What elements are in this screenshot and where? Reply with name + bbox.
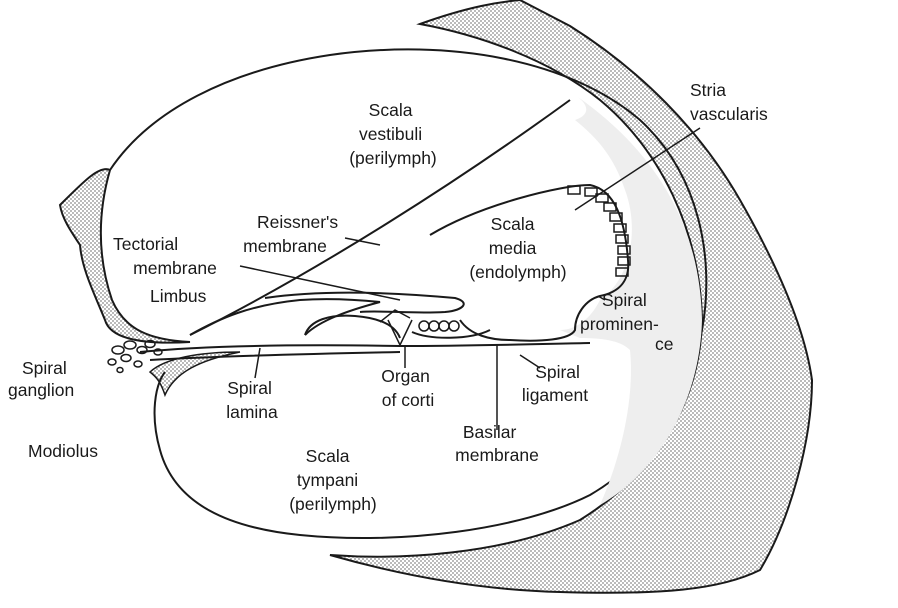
limbus	[189, 298, 381, 336]
label-scala-vestibuli: Scala vestibuli (perilymph)	[349, 100, 437, 168]
leader-lines	[239, 127, 701, 430]
label-reissners-membrane: Reissner's membrane	[243, 212, 343, 256]
label-spiral-ligament: Spiral ligament	[522, 362, 588, 405]
label-modiolus: Modiolus	[28, 441, 98, 461]
spiral-lamina	[149, 351, 401, 361]
label-spiral-ganglion: Spiral ganglion	[8, 358, 74, 400]
bony-wall	[329, 0, 814, 594]
label-stria-vascularis: Stria vascularis	[690, 80, 768, 124]
spiral-ganglion-cells	[107, 339, 163, 374]
reissners-membrane	[189, 99, 571, 336]
label-spiral-lamina: Spiral lamina	[226, 378, 278, 422]
label-tectorial-membrane: Tectorial membrane	[113, 234, 217, 278]
scala-media-wall	[429, 183, 630, 342]
organ-of-corti-structure	[304, 309, 491, 347]
label-spiral-prominence: Spiral prominen- ce	[580, 290, 673, 354]
label-scala-tympani: Scala tympani (perilymph)	[289, 446, 377, 514]
label-scala-media: Scala media (endolymph)	[469, 214, 566, 282]
spiral-ligament-region	[560, 95, 702, 505]
label-basilar-membrane: Basilar membrane	[455, 422, 539, 465]
label-organ-of-corti: Organ of corti	[381, 366, 435, 410]
modiolus-bone-upper	[58, 168, 191, 344]
label-limbus: Limbus	[150, 286, 207, 306]
basilar-membrane	[139, 342, 591, 353]
stria-vascularis-cells	[567, 185, 631, 277]
tectorial-membrane	[264, 291, 465, 314]
